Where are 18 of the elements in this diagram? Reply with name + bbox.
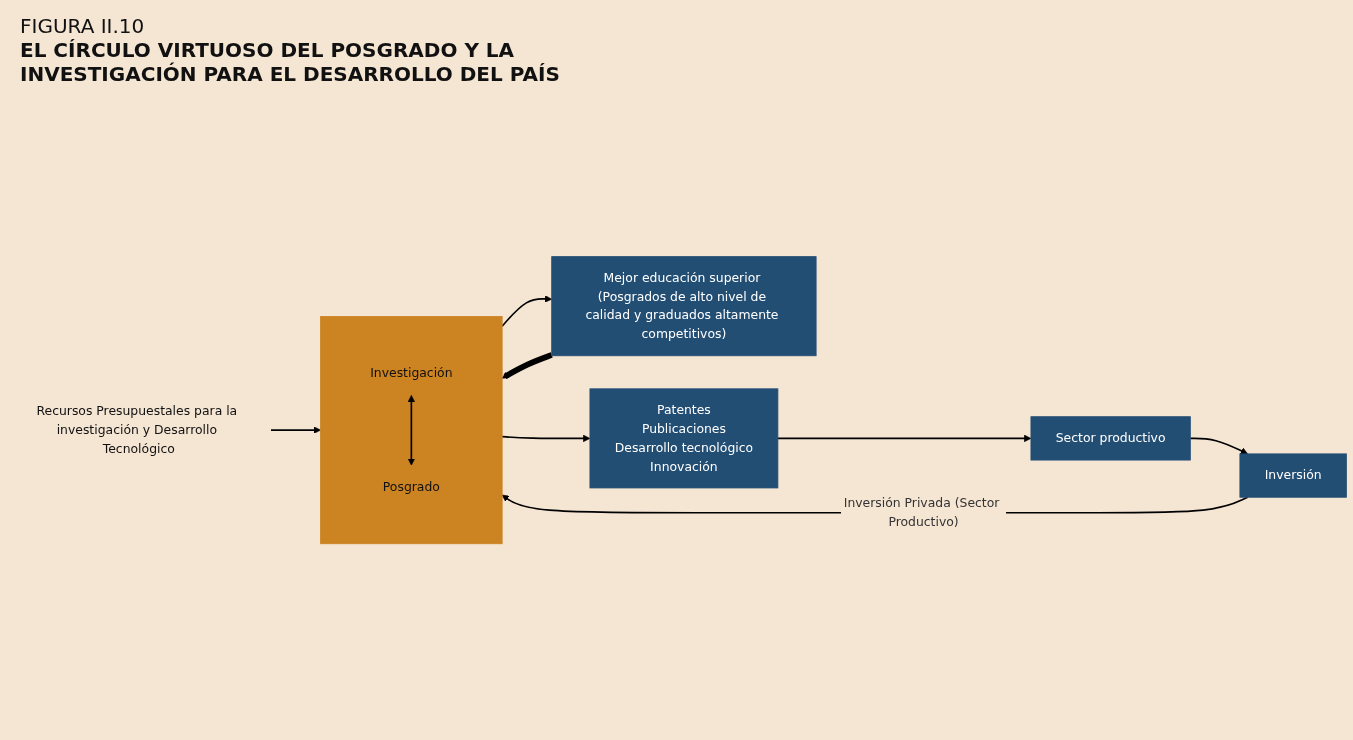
arrow bbox=[1189, 437, 1248, 455]
node-box: Sector productivo bbox=[1030, 416, 1191, 461]
arrow bbox=[407, 394, 415, 466]
node-box: Mejor educación superior (Posgrados de alto nivel de calidad y graduados altamente competitivos) bbox=[551, 256, 817, 356]
node-text: Investigación bbox=[370, 365, 453, 381]
arrow bbox=[270, 426, 321, 434]
node-box: Inversión bbox=[1239, 453, 1347, 498]
node-text: Posgrado bbox=[382, 479, 440, 494]
edge-label: Inversión Privada (Sector Productivo) bbox=[843, 495, 1000, 530]
cluster bbox=[320, 315, 503, 544]
node-box: Patentes Publicaciones Desarrollo tecnológico Innovación bbox=[589, 388, 779, 489]
arrow bbox=[501, 295, 553, 327]
diagram-title: EL CÍRCULO VIRTUOSO DEL POSGRADO Y LA INVESTIGACIÓN PARA EL DESARROLLO DEL PAÍS bbox=[20, 38, 561, 86]
node-text: Recursos Presupuestales para la investigación y Desarrollo Tecnológico bbox=[36, 403, 238, 456]
arrow bbox=[777, 434, 1032, 442]
arrow bbox=[501, 434, 591, 442]
arrow bbox=[501, 352, 553, 379]
figure-number: FIGURA II.10 bbox=[20, 14, 146, 38]
